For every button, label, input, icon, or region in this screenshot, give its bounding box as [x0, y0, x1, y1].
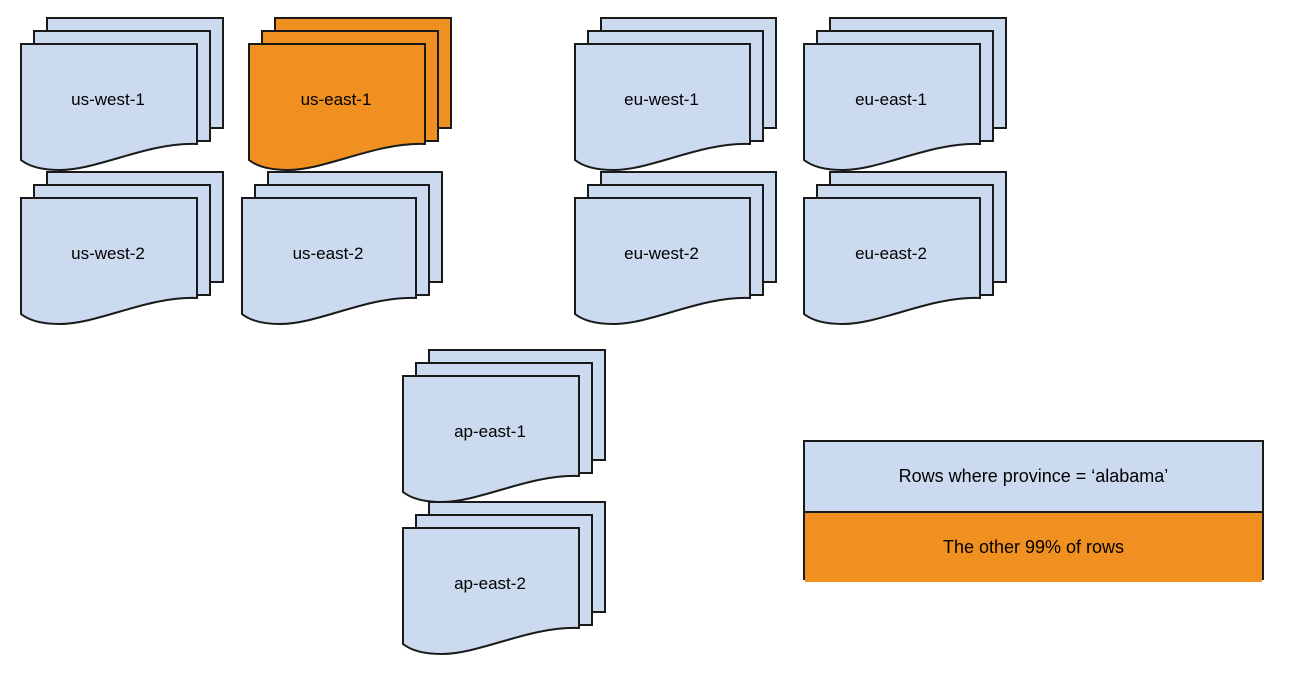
- region-stack-ap-east-2[interactable]: [402, 501, 608, 661]
- legend: Rows where province = ‘alabama’ The other…: [803, 440, 1264, 582]
- region-stack-ap-east-1[interactable]: [402, 349, 608, 509]
- region-sheet-front-eu-west-2: [574, 197, 751, 326]
- region-sheet-front-us-west-1: [20, 43, 198, 172]
- legend-row-legend-blue: Rows where province = ‘alabama’: [805, 442, 1262, 513]
- legend-label-legend-blue: Rows where province = ‘alabama’: [898, 466, 1169, 486]
- region-sheet-front-ap-east-1: [402, 375, 580, 504]
- region-sheet-front-eu-east-1: [803, 43, 981, 172]
- region-stack-eu-west-1[interactable]: [574, 17, 779, 177]
- region-stack-us-east-1[interactable]: [248, 17, 454, 177]
- region-sheet-front-us-east-2: [241, 197, 417, 326]
- region-stack-us-west-1[interactable]: [20, 17, 226, 177]
- region-sheet-front-ap-east-2: [402, 527, 580, 656]
- region-sheet-front-eu-west-1: [574, 43, 751, 172]
- legend-label-legend-orange: The other 99% of rows: [942, 537, 1125, 557]
- region-sheet-front-us-west-2: [20, 197, 198, 326]
- legend-row-legend-orange: The other 99% of rows: [805, 513, 1262, 582]
- region-sheet-front-us-east-1: [248, 43, 426, 172]
- region-sheet-front-eu-east-2: [803, 197, 981, 326]
- region-stack-eu-west-2[interactable]: [574, 171, 779, 331]
- region-stack-eu-east-2[interactable]: [803, 171, 1009, 331]
- region-stack-eu-east-1[interactable]: [803, 17, 1009, 177]
- region-stack-us-west-2[interactable]: [20, 171, 226, 331]
- region-stack-us-east-2[interactable]: [241, 171, 445, 331]
